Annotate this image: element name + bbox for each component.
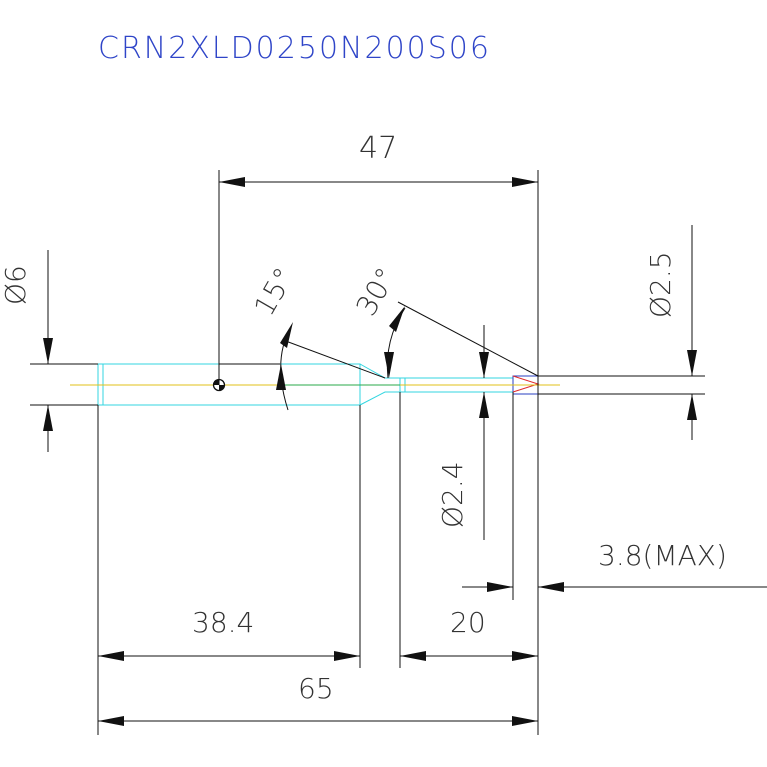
dimension-cutting-length: 3.8(MAX) [462, 392, 767, 600]
svg-text:Ø2.5: Ø2.5 [644, 251, 677, 318]
svg-text:Ø6: Ø6 [0, 265, 32, 305]
dimension-flute-length: 20 [399, 392, 539, 735]
dimension-shank-length: 38.4 [97, 405, 361, 735]
svg-text:38.4: 38.4 [192, 606, 254, 639]
svg-text:3.8(MAX): 3.8(MAX) [598, 539, 727, 572]
drawing-title: CRN2XLD0250N200S06 [98, 31, 491, 66]
svg-text:Ø2.4: Ø2.4 [436, 461, 469, 528]
dimension-shank-diameter: Ø6 [0, 250, 98, 452]
svg-text:65: 65 [298, 672, 334, 705]
svg-text:15°: 15° [247, 262, 300, 321]
svg-text:47: 47 [359, 131, 397, 166]
angle-point: 30° [349, 262, 539, 379]
dimension-47: 47 [218, 131, 539, 600]
dimension-total-length: 65 [98, 672, 538, 726]
svg-text:20: 20 [450, 606, 486, 639]
dimension-tip-diameter: Ø2.5 [538, 225, 705, 440]
dimension-neck-diameter: Ø2.4 [436, 325, 489, 540]
svg-text:30°: 30° [349, 262, 402, 321]
